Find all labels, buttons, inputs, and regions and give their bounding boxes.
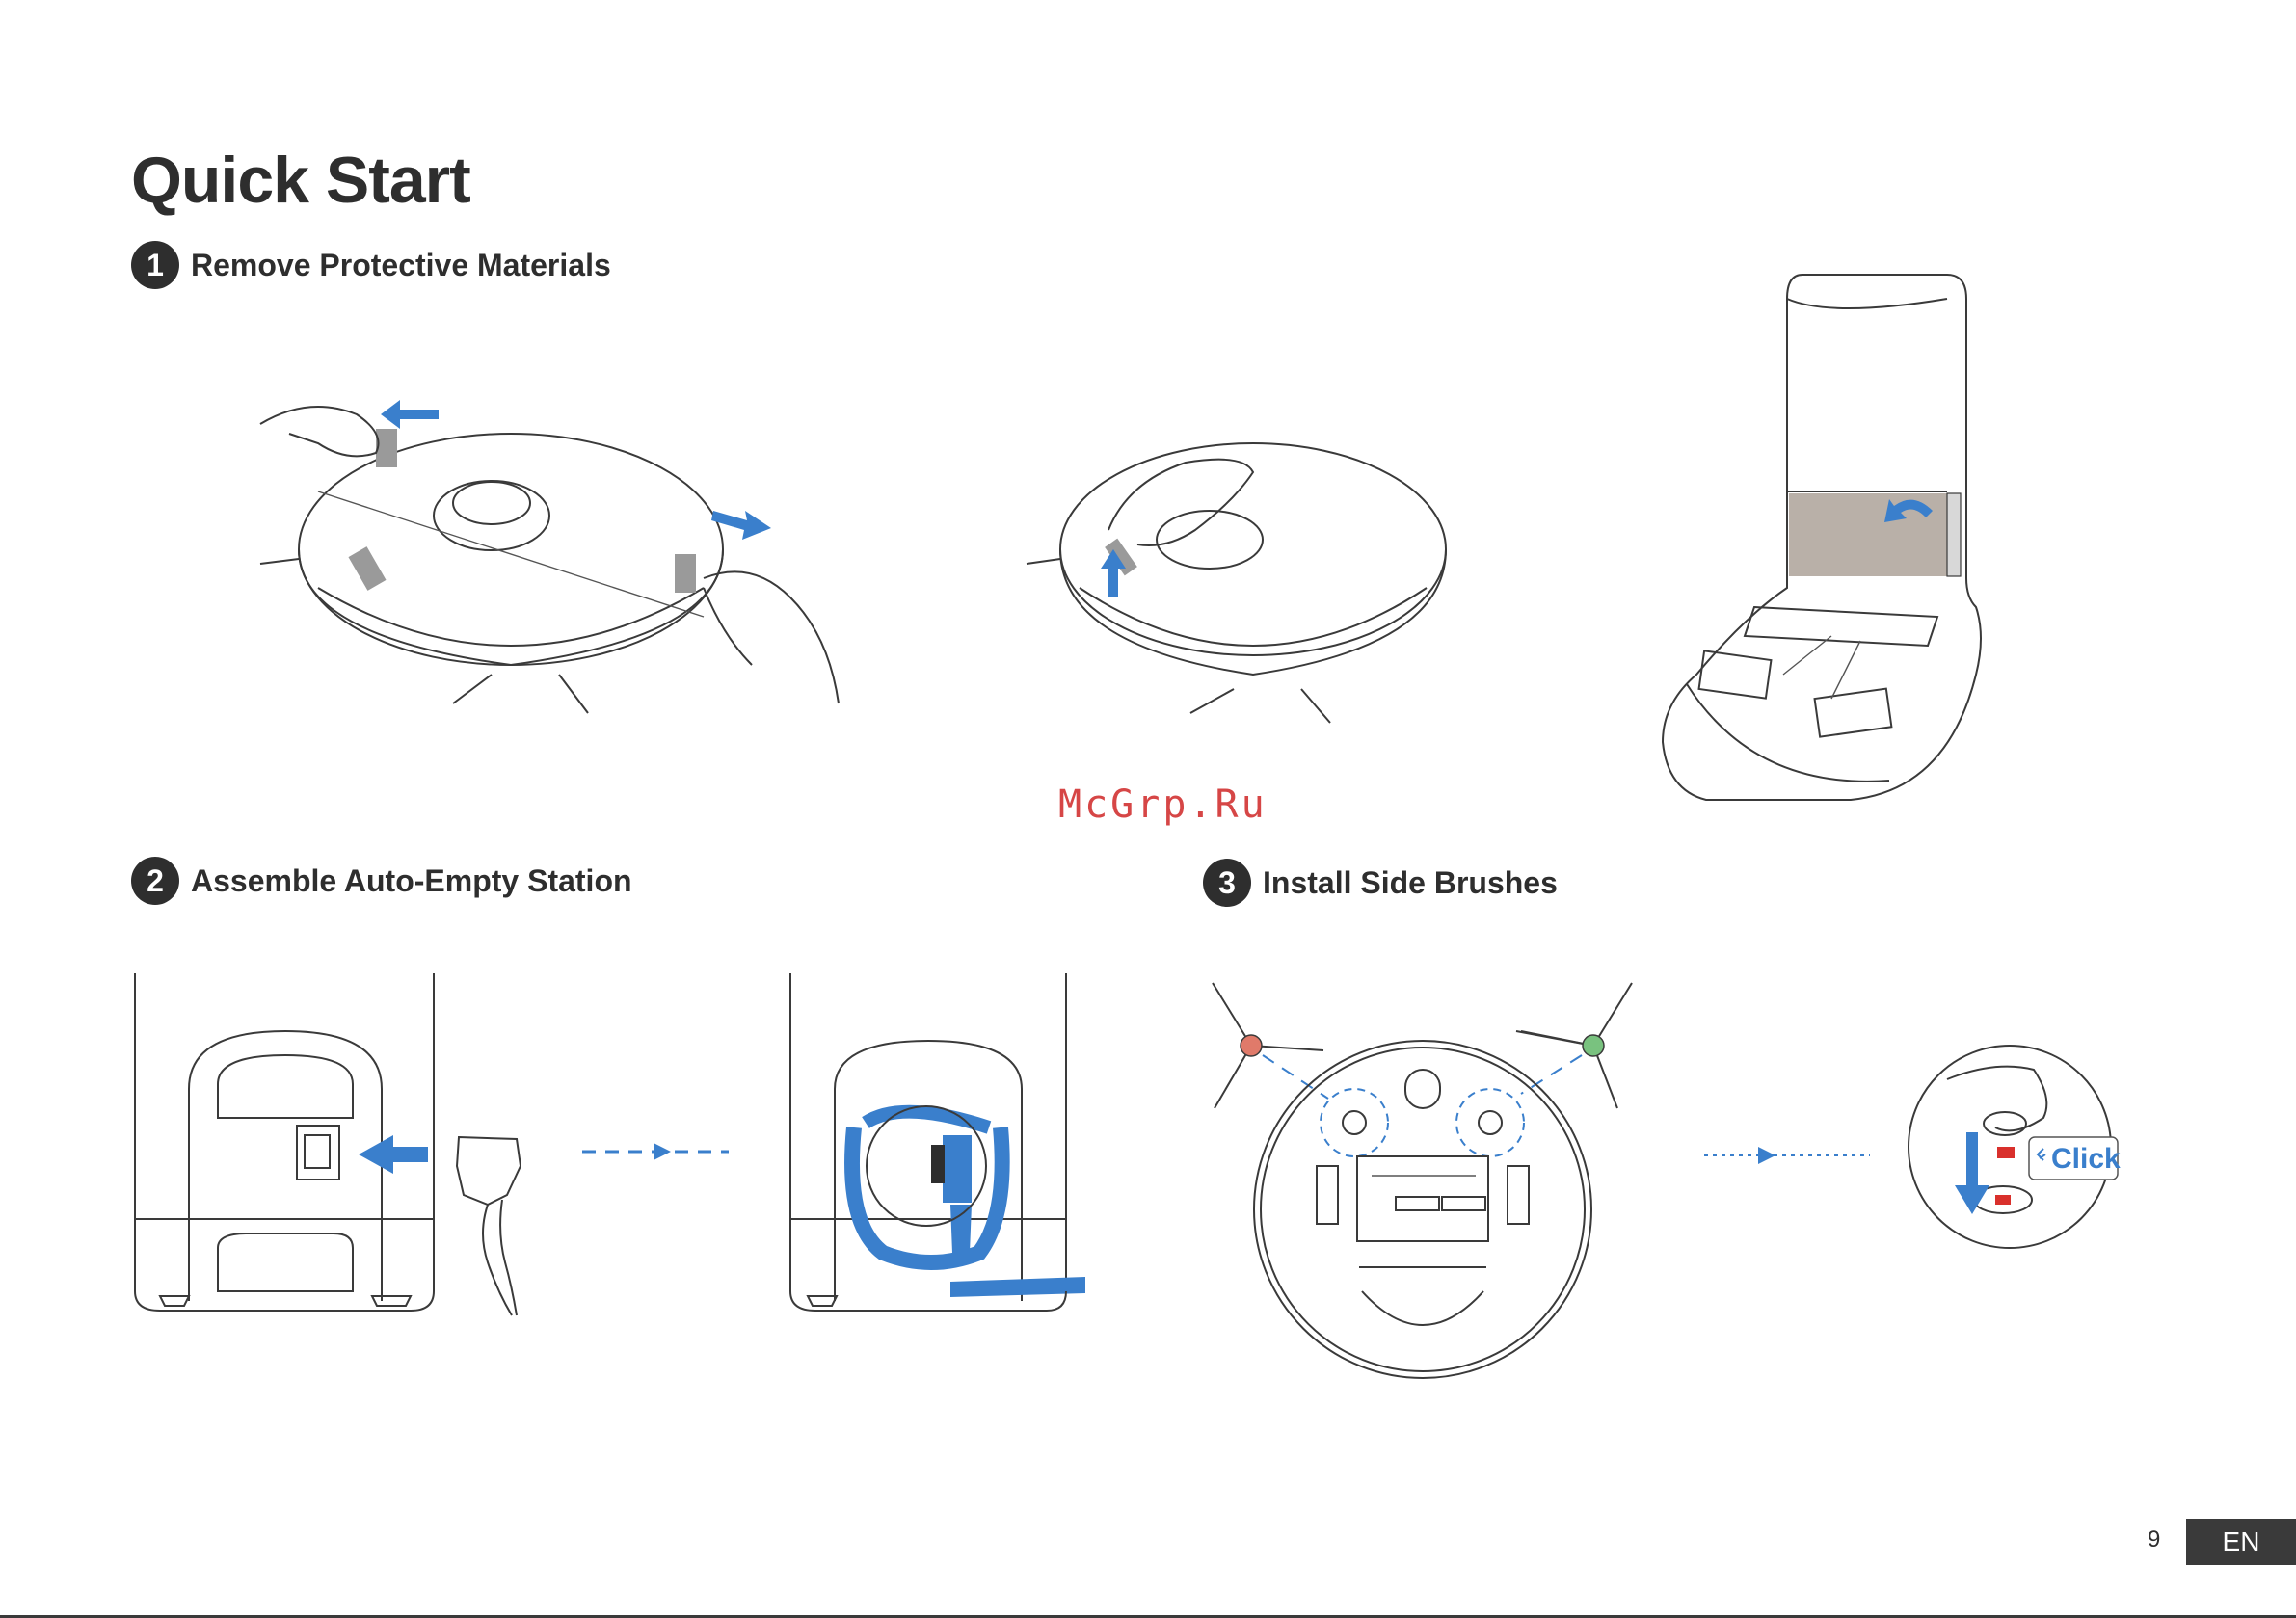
page-title: Quick Start <box>131 143 470 218</box>
step-label: Install Side Brushes <box>1263 865 1558 901</box>
page-number: 9 <box>2148 1526 2160 1553</box>
hand-icon <box>1947 1067 2046 1131</box>
step-number: 1 <box>131 241 179 289</box>
power-plug-icon <box>457 1137 521 1205</box>
step-3-sequence-arrow <box>1700 1141 1874 1170</box>
step-label: Assemble Auto-Empty Station <box>191 863 632 899</box>
step-1-heading: 1 Remove Protective Materials <box>131 241 611 289</box>
step-2-heading: 2 Assemble Auto-Empty Station <box>131 857 632 905</box>
arrow-icon <box>1758 1147 1775 1164</box>
hand-icon <box>1108 460 1253 545</box>
side-brush-right <box>1516 983 1632 1108</box>
robot-remove-tabs-illustration <box>251 385 848 732</box>
arrow-icon <box>359 1135 428 1174</box>
arrow-icon <box>381 400 771 540</box>
robot-lift-flap-illustration <box>1022 424 1465 732</box>
auto-empty-station-illustration <box>1658 270 1986 809</box>
step-2-sequence-arrow <box>578 1137 733 1166</box>
brush-click-detail-illustration: Click <box>1899 1041 2149 1262</box>
side-brush-left <box>1213 983 1323 1108</box>
click-callout: Click <box>2051 1143 2121 1175</box>
step-number: 2 <box>131 857 179 905</box>
watermark: McGrp.Ru <box>1058 782 1268 827</box>
arrow-icon <box>654 1143 671 1160</box>
station-cord-wrapped-illustration <box>787 973 1095 1320</box>
step-3-heading: 3 Install Side Brushes <box>1203 859 1558 907</box>
robot-underside-brushes-illustration <box>1203 973 1646 1388</box>
step-number: 3 <box>1203 859 1251 907</box>
station-power-cord-illustration <box>131 973 536 1320</box>
language-badge: EN <box>2186 1519 2296 1565</box>
arrow-icon <box>1955 1132 1989 1214</box>
step-label: Remove Protective Materials <box>191 248 611 283</box>
